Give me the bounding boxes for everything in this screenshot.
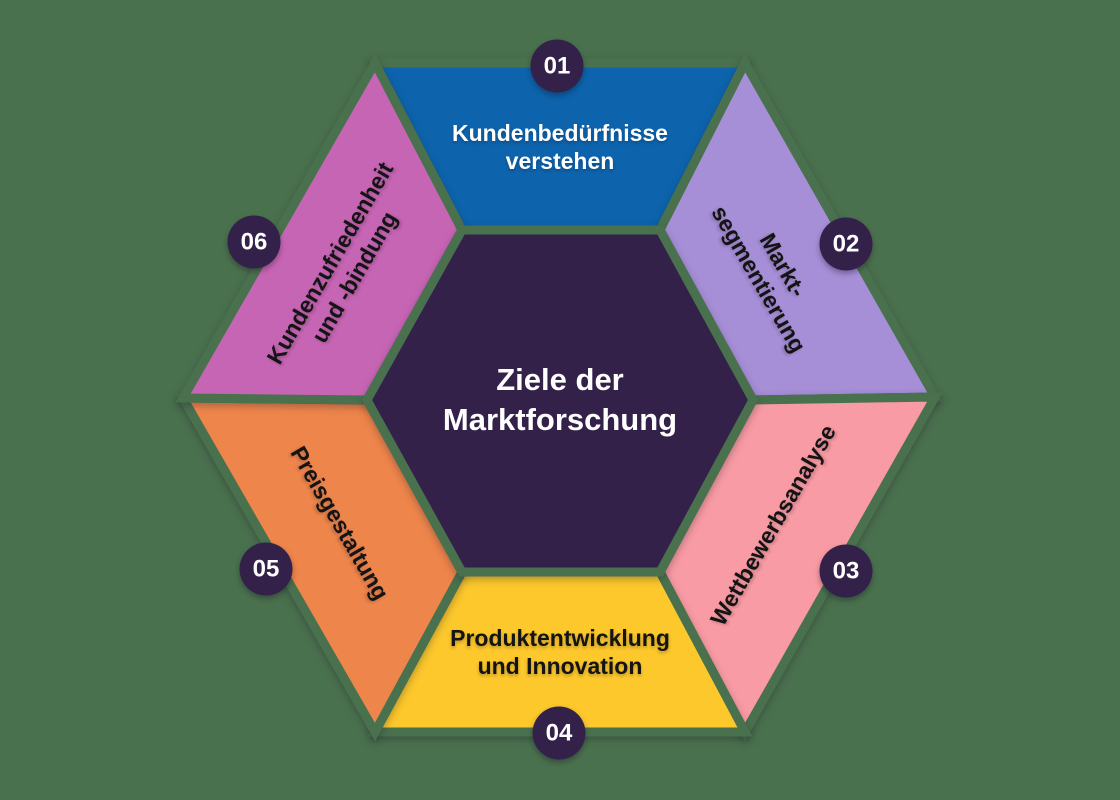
segment-03-badge-number: 03 <box>832 557 860 584</box>
segment-06-badge-number: 06 <box>240 228 268 255</box>
segment-05-badge: 05 <box>239 542 293 596</box>
segments-group <box>175 53 943 742</box>
diagram-title-line2: Marktforschung <box>442 402 678 437</box>
segment-02-badge-number: 02 <box>832 230 860 257</box>
diagram-title-line1: Ziele der <box>496 362 624 397</box>
segment-06-badge: 06 <box>227 215 281 269</box>
segment-01-badge: 01 <box>530 39 584 93</box>
segment-01-badge-number: 01 <box>543 52 571 79</box>
segment-05-badge-number: 05 <box>252 555 280 582</box>
segment-04-badge-number: 04 <box>545 719 573 746</box>
segment-03-badge: 03 <box>819 544 873 598</box>
diagram-title: Ziele der Marktforschung <box>443 360 677 440</box>
center-hexagon-shape <box>361 225 759 577</box>
segment-04-badge: 04 <box>532 706 586 760</box>
segment-02-badge: 02 <box>819 217 873 271</box>
